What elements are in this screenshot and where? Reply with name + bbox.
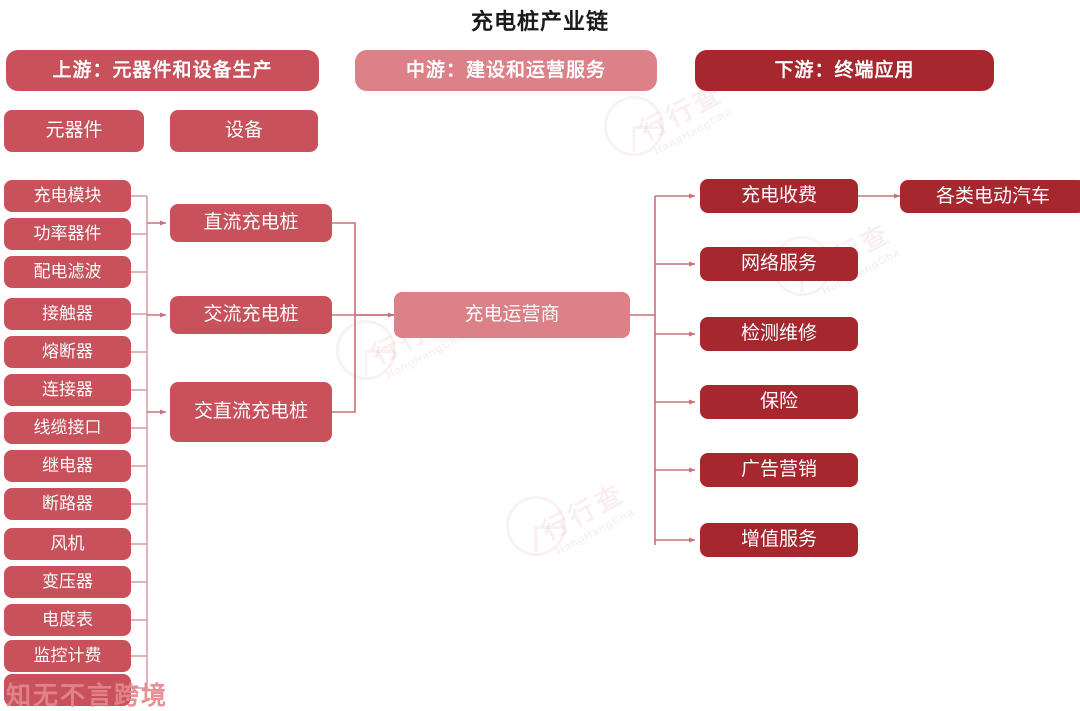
service-box-1[interactable]: 充电收费 xyxy=(700,179,858,213)
component-box-11[interactable]: 变压器 xyxy=(4,566,131,598)
component-box-12[interactable]: 电度表 xyxy=(4,604,131,636)
watermark-logo-ring-1 xyxy=(604,96,664,156)
service-box-5[interactable]: 广告营销 xyxy=(700,453,858,487)
component-box-9[interactable]: 断路器 xyxy=(4,488,131,520)
header-downstream[interactable]: 下游：终端应用 xyxy=(695,50,994,91)
watermark-subtext-1: HangHangCha xyxy=(652,106,735,158)
service-box-2[interactable]: 网络服务 xyxy=(700,247,858,281)
service-box-3[interactable]: 检测维修 xyxy=(700,317,858,351)
service-box-6[interactable]: 增值服务 xyxy=(700,523,858,557)
group-box-components[interactable]: 元器件 xyxy=(4,110,144,152)
watermark-text-4: 行行查 xyxy=(536,477,631,547)
component-box-7[interactable]: 线缆接口 xyxy=(4,412,131,444)
service-box-4[interactable]: 保险 xyxy=(700,385,858,419)
terminal-box[interactable]: 各类电动汽车 xyxy=(900,180,1080,213)
watermark-brand: 知无不言跨境 xyxy=(6,682,169,710)
component-box-10[interactable]: 风机 xyxy=(4,528,131,560)
component-box-1[interactable]: 充电模块 xyxy=(4,180,131,212)
group-box-equipment[interactable]: 设备 xyxy=(170,110,318,152)
component-box-8[interactable]: 继电器 xyxy=(4,450,131,482)
equipment-box-acdc[interactable]: 交直流充电桩 xyxy=(170,382,332,442)
page-title: 充电桩产业链 xyxy=(470,9,609,34)
component-box-13[interactable]: 监控计费 xyxy=(4,640,131,672)
header-upstream[interactable]: 上游：元器件和设备生产 xyxy=(6,50,319,91)
watermark-subtext-3: HangHangCha xyxy=(384,330,467,382)
watermark-logo-ring-3 xyxy=(336,320,396,380)
component-box-4[interactable]: 接触器 xyxy=(4,298,131,330)
component-box-2[interactable]: 功率器件 xyxy=(4,218,131,250)
component-box-5[interactable]: 熔断器 xyxy=(4,336,131,368)
operator-box[interactable]: 充电运营商 xyxy=(394,292,630,338)
header-midstream[interactable]: 中游：建设和运营服务 xyxy=(355,50,657,91)
watermark-subtext-4: HangHangCha xyxy=(554,506,637,558)
equipment-box-dc[interactable]: 直流充电桩 xyxy=(170,204,332,242)
watermark-logo-ring-4 xyxy=(506,496,566,556)
component-box-6[interactable]: 连接器 xyxy=(4,374,131,406)
component-box-3[interactable]: 配电滤波 xyxy=(4,256,131,288)
equipment-box-ac[interactable]: 交流充电桩 xyxy=(170,296,332,334)
component-box-14[interactable] xyxy=(4,674,131,706)
